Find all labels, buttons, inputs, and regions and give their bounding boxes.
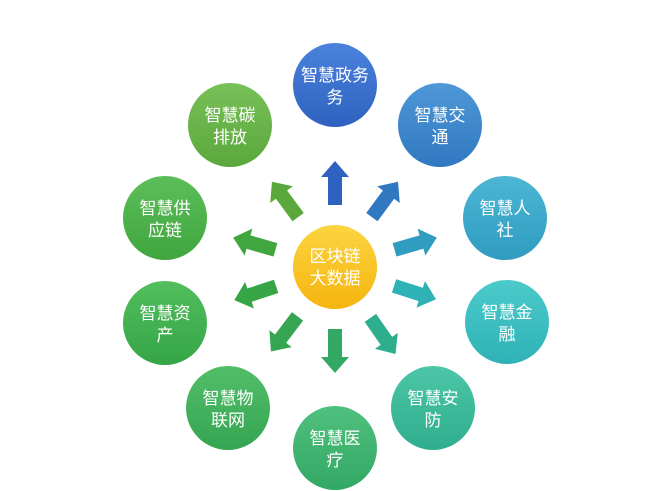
node-label-line2: 社 [497,221,514,241]
center-node: 区块链 大数据 [293,225,377,309]
node-circle [463,176,547,260]
node-label-line1: 智慧物 [203,389,254,409]
node-circle [293,406,377,490]
node-circle [398,83,482,167]
node-circle [186,366,270,450]
node-label-line1: 智慧安 [408,389,459,409]
arrow-to-node-0 [321,161,349,205]
node-circle [293,43,377,127]
node-label-line1: 智慧碳 [205,106,256,126]
arrow-to-node-3 [391,279,436,308]
arrow-to-node-6 [269,312,304,352]
arrow-to-node-2 [392,228,437,257]
center-circle [293,225,377,309]
node-label-line2: 疗 [327,451,344,471]
arrow-to-node-1 [366,181,400,222]
node-label-line1: 智慧交 [415,106,466,126]
arrows [233,161,437,373]
arrow-to-node-7 [234,279,279,309]
node-label-line2: 产 [157,326,174,346]
nodes: 智慧政务务智慧交通智慧人社智慧金融智慧安防智慧医疗智慧物联网智慧资产智慧供应链智… [123,43,549,490]
arrow-to-node-4 [364,313,398,355]
arrow-to-node-8 [233,228,278,257]
node-label-line2: 融 [499,325,516,345]
node-circle [465,280,549,364]
node-label-line1: 智慧医 [310,429,361,449]
node-label-line2: 排放 [213,128,247,148]
node-circle [123,281,207,365]
node-label-line2: 务 [327,88,344,108]
node-label-line1: 智慧人 [480,199,531,219]
center-label-line1: 区块链 [310,247,361,267]
node-label-line2: 通 [432,128,449,148]
node-label-line2: 联网 [211,411,245,431]
node-label-line1: 智慧政务 [301,66,369,86]
arrow-to-node-9 [270,181,304,222]
node-label-line2: 应链 [148,221,182,241]
arrow-to-node-5 [321,329,349,373]
node-label-line1: 智慧供 [140,199,191,219]
node-label-line1: 智慧资 [140,304,191,324]
node-label-line2: 防 [425,411,442,431]
node-circle [123,176,207,260]
node-label-line1: 智慧金 [482,303,533,323]
center-label-line2: 大数据 [310,269,361,289]
node-circle [391,366,475,450]
node-circle [188,83,272,167]
